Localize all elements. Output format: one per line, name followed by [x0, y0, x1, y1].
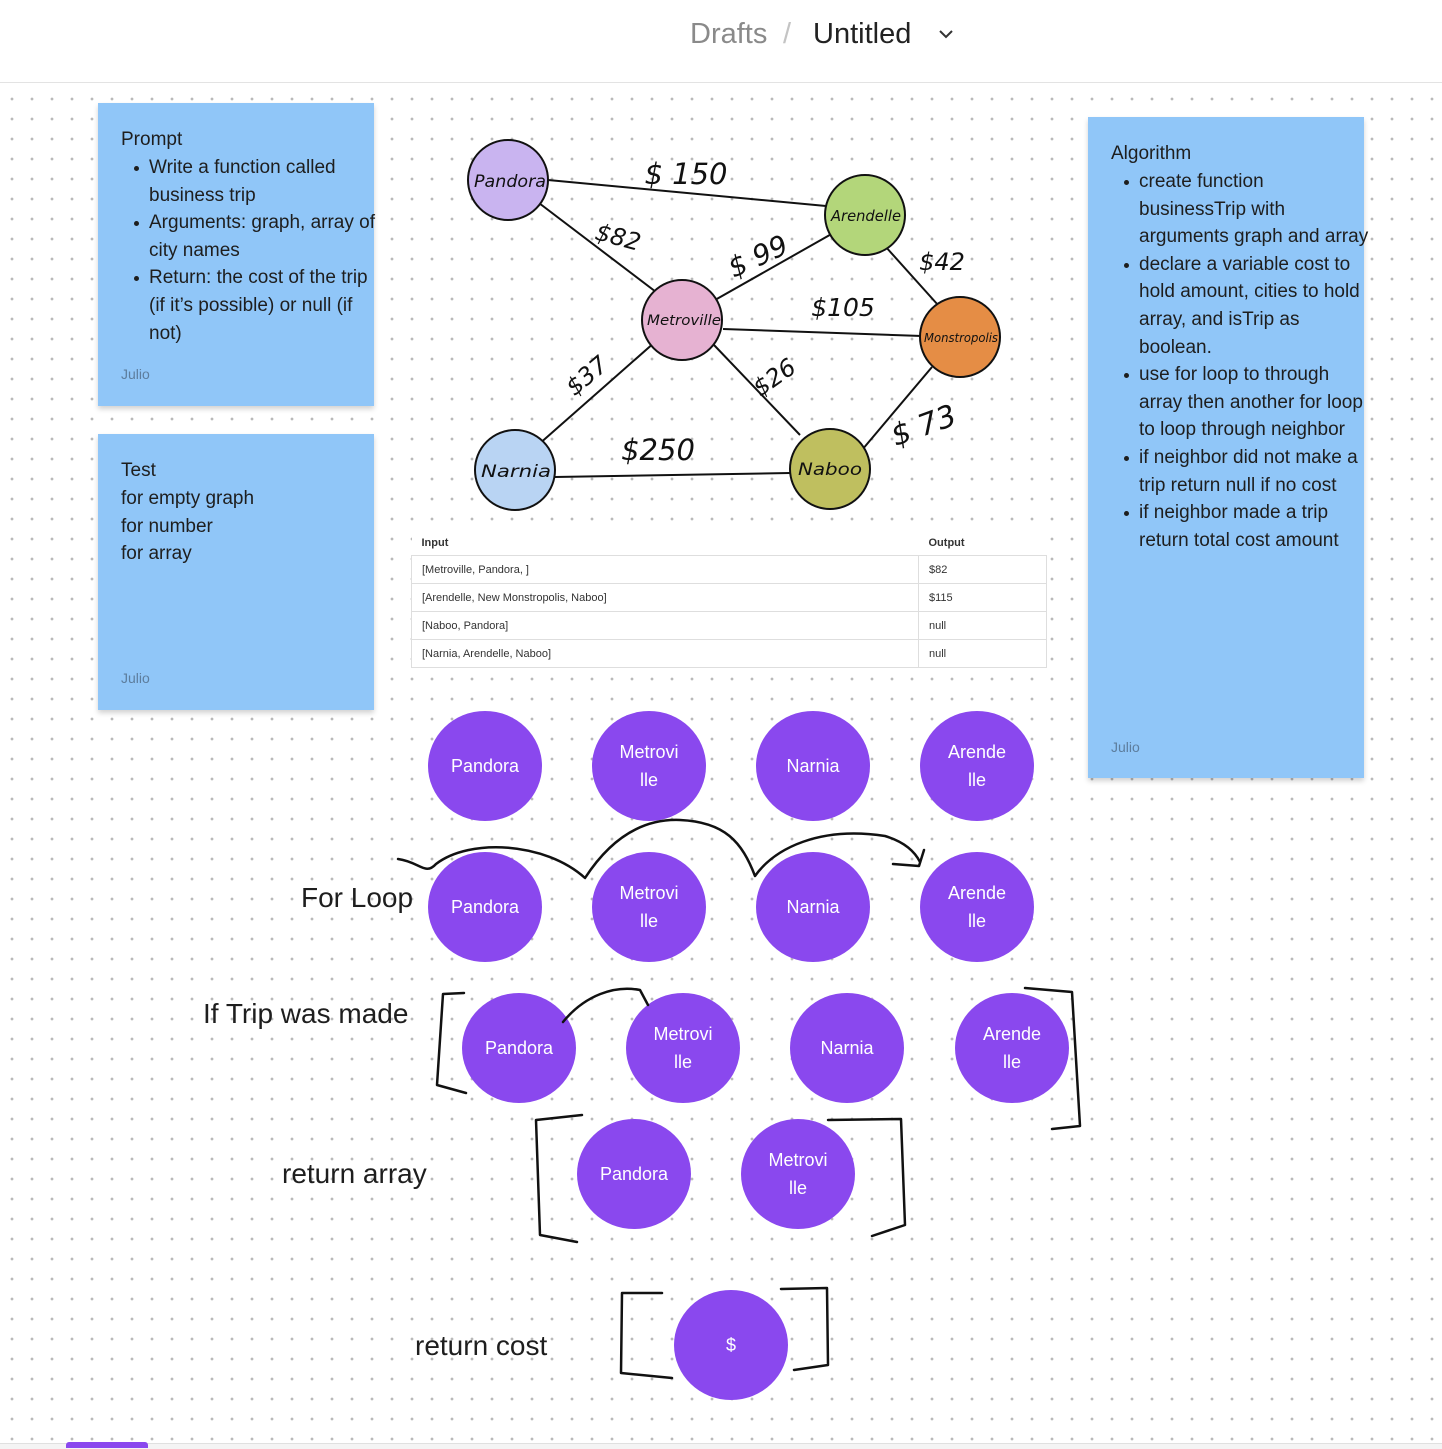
algorithm-title: Algorithm	[1111, 143, 1192, 164]
edge-pandora-metroville	[534, 199, 661, 296]
for-loop-label: For Loop	[301, 882, 414, 913]
bottom-toolbar	[0, 1442, 1442, 1449]
city-node-naboo	[789, 428, 871, 510]
edge-metroville-narnia	[537, 341, 656, 446]
return-cost-label: return cost	[415, 1330, 548, 1361]
edge-arendelle-monstropolis	[884, 245, 939, 306]
prompt-item: Return: the cost of the trip (if it’s po…	[134, 264, 379, 347]
prompt-list: Write a function called business trip Ar…	[121, 154, 379, 347]
toolbar-accent[interactable]	[66, 1442, 148, 1448]
edge-cost-narnia-naboo: $250	[621, 433, 695, 467]
city-label-metroville: Metroville	[647, 313, 721, 329]
edge-cost-arendelle-monstropolis: $42	[919, 248, 965, 276]
table-cell-input: [Narnia, Arendelle, Naboo]	[411, 639, 919, 668]
row2-node-pandora[interactable]: Pandora	[428, 852, 542, 962]
prompt-author: Julio	[121, 366, 150, 382]
city-label-narnia: Narnia	[481, 462, 551, 482]
test-sticky-note[interactable]: Test for empty graph for number for arra…	[98, 434, 374, 710]
city-label-pandora: Pandora	[474, 172, 546, 192]
edge-metroville-naboo	[713, 344, 801, 436]
row3-node-pandora[interactable]: Pandora	[462, 993, 576, 1103]
row2-node-metroville[interactable]: Metrovi lle	[592, 852, 706, 962]
test-title: Test	[121, 460, 156, 481]
table-cell-output: $115	[918, 583, 1047, 612]
table-cell-input: [Naboo, Pandora]	[411, 611, 919, 640]
algorithm-item: if neighbor did not make a trip return n…	[1124, 444, 1369, 499]
algorithm-sticky-note[interactable]: Algorithm create function businessTrip w…	[1088, 117, 1368, 778]
edge-naboo-monstropolis	[861, 366, 933, 451]
row5-node-cost[interactable]: $	[674, 1290, 788, 1400]
breadcrumb-separator: /	[783, 18, 792, 50]
city-node-monstropolis	[919, 296, 1001, 378]
city-node-narnia	[474, 429, 556, 511]
table-header-output: Output	[918, 530, 1047, 556]
edge-pandora-arendelle	[547, 179, 827, 207]
edge-cost-pandora-metroville: $82	[592, 218, 643, 257]
table-row: [Arendelle, New Monstropolis, Naboo] $11…	[411, 583, 1047, 612]
edge-metroville-arendelle	[714, 231, 836, 301]
edge-cost-metroville-narnia: $37	[560, 350, 614, 401]
prompt-item: Arguments: graph, array of city names	[134, 209, 379, 264]
if-trip-label: If Trip was made	[203, 998, 409, 1029]
row3-node-narnia[interactable]: Narnia	[790, 993, 904, 1103]
row2-node-narnia[interactable]: Narnia	[756, 852, 870, 962]
row1-node-narnia[interactable]: Narnia	[756, 711, 870, 821]
table-cell-output: null	[918, 639, 1047, 668]
edge-cost-pandora-arendelle: $ 150	[644, 157, 727, 191]
table-cell-input: [Arendelle, New Monstropolis, Naboo]	[411, 583, 919, 612]
algorithm-list: create function businessTrip with argume…	[1111, 168, 1369, 554]
breadcrumb-drafts[interactable]: Drafts	[690, 18, 768, 50]
algorithm-item: if neighbor made a trip return total cos…	[1124, 499, 1369, 554]
city-node-metroville	[641, 279, 723, 361]
file-title[interactable]: Untitled	[813, 18, 912, 50]
edge-metroville-monstropolis	[722, 328, 923, 337]
row1-node-arendelle[interactable]: Arende lle	[920, 711, 1034, 821]
row4-node-metroville[interactable]: Metrovi lle	[741, 1119, 855, 1229]
city-label-naboo: Naboo	[798, 460, 862, 480]
top-bar: Drafts / Untitled	[0, 0, 1442, 83]
table-cell-output: $82	[918, 555, 1047, 584]
test-line: for number	[121, 515, 213, 537]
table-cell-output: null	[918, 611, 1047, 640]
row2-node-arendelle[interactable]: Arende lle	[920, 852, 1034, 962]
prompt-item: Write a function called business trip	[134, 154, 379, 209]
table-row: [Narnia, Arendelle, Naboo] null	[411, 639, 1047, 668]
row4-node-pandora[interactable]: Pandora	[577, 1119, 691, 1229]
algorithm-item: create function businessTrip with argume…	[1124, 168, 1369, 251]
city-label-monstropolis: Monstropolis	[924, 331, 998, 345]
edge-cost-metroville-monstropolis: $105	[811, 293, 875, 322]
algorithm-item: declare a variable cost to hold amount, …	[1124, 251, 1369, 361]
city-node-pandora	[467, 139, 549, 221]
test-author: Julio	[121, 670, 150, 686]
edge-cost-metroville-naboo: $26	[748, 353, 802, 402]
edge-narnia-naboo	[554, 472, 791, 478]
city-graph-drawing[interactable]: Pandora Arendelle Metroville Monstropoli…	[440, 120, 1020, 520]
table-header-input: Input	[411, 530, 919, 556]
prompt-sticky-note[interactable]: Prompt Write a function called business …	[98, 103, 375, 406]
city-node-arendelle	[824, 174, 906, 256]
prompt-title: Prompt	[121, 129, 183, 150]
row3-node-arendelle[interactable]: Arende lle	[955, 993, 1069, 1103]
test-line: for empty graph	[121, 488, 255, 509]
table-row: [Naboo, Pandora] null	[411, 611, 1047, 640]
row1-node-metroville[interactable]: Metrovi lle	[592, 711, 706, 821]
return-array-label: return array	[282, 1158, 427, 1189]
table-cell-input: [Metroville, Pandora, ]	[411, 555, 919, 584]
city-label-arendelle: Arendelle	[830, 207, 901, 225]
input-output-table: Input Output [Metroville, Pandora, ] $82…	[411, 530, 1047, 668]
chevron-down-icon[interactable]	[936, 26, 956, 42]
test-line: for array	[121, 543, 192, 565]
row3-node-metroville[interactable]: Metrovi lle	[626, 993, 740, 1103]
row1-node-pandora[interactable]: Pandora	[428, 711, 542, 821]
table-row: [Metroville, Pandora, ] $82	[411, 555, 1047, 584]
algorithm-author: Julio	[1111, 739, 1140, 755]
algorithm-item: use for loop to through array then anoth…	[1124, 361, 1369, 444]
